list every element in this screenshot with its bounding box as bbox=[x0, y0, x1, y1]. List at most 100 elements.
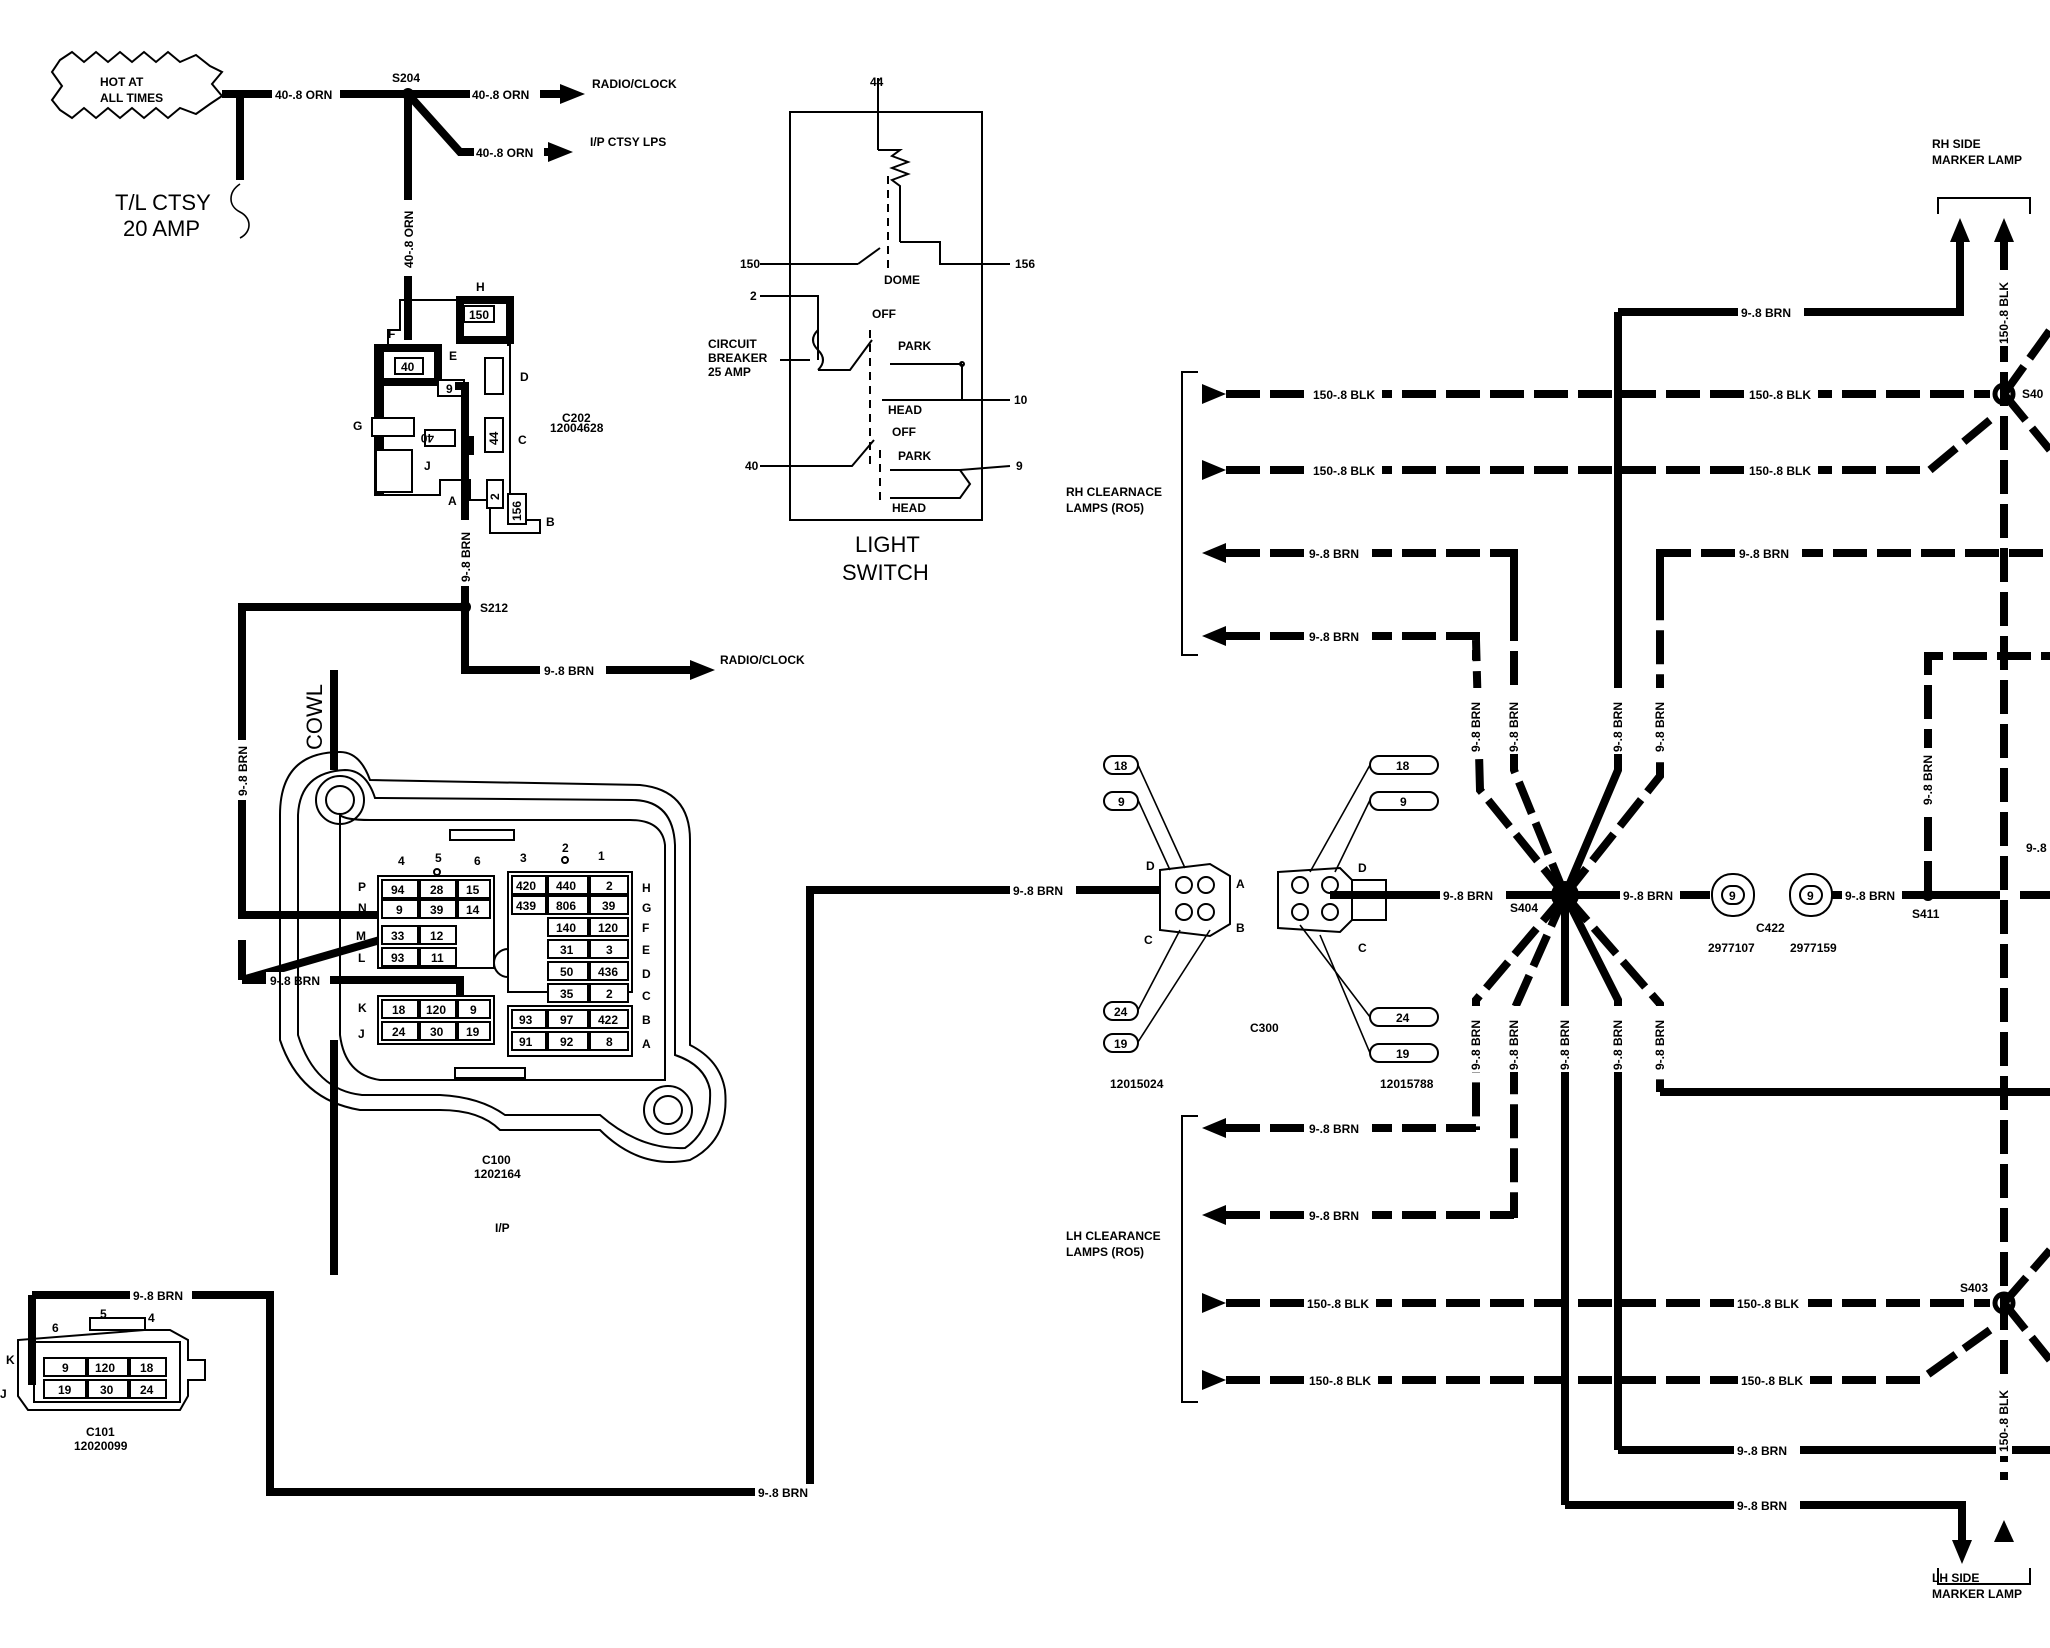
svg-text:9-.8 BRN: 9-.8 BRN bbox=[1739, 547, 1789, 561]
svg-text:PARK: PARK bbox=[898, 339, 931, 353]
splice-s40 bbox=[1992, 382, 2016, 406]
c100-right-top-block: 420 440 2 439 806 39 140 120 31 3 50 436… bbox=[507, 871, 633, 1003]
svg-text:150-.8 BLK: 150-.8 BLK bbox=[1749, 464, 1811, 478]
c100-part: 1202164 bbox=[474, 1167, 521, 1181]
splice-s403 bbox=[1992, 1291, 2016, 1315]
svg-text:C: C bbox=[1358, 941, 1367, 955]
svg-text:150: 150 bbox=[740, 257, 760, 271]
c422-part-1: 2977107 bbox=[1708, 941, 1755, 955]
svg-text:24: 24 bbox=[392, 1025, 406, 1039]
svg-text:9-.8 BRN: 9-.8 BRN bbox=[1507, 702, 1521, 752]
rh-clearance-2: LAMPS (RO5) bbox=[1066, 501, 1144, 515]
svg-text:9: 9 bbox=[1118, 795, 1125, 809]
svg-text:19: 19 bbox=[1114, 1037, 1128, 1051]
svg-text:39: 39 bbox=[602, 899, 616, 913]
svg-text:439: 439 bbox=[516, 899, 536, 913]
svg-text:9: 9 bbox=[1807, 889, 1814, 903]
svg-text:33: 33 bbox=[391, 929, 405, 943]
splice-s212-label: S212 bbox=[480, 601, 508, 615]
svg-text:H: H bbox=[642, 881, 651, 895]
svg-text:156: 156 bbox=[510, 501, 524, 521]
wire-brn-vert-c202: 9-.8 BRN bbox=[459, 532, 473, 582]
dest-ip-ctsy: I/P CTSY LPS bbox=[590, 135, 666, 149]
c202-cell-156 bbox=[507, 493, 527, 525]
svg-text:18: 18 bbox=[1114, 759, 1128, 773]
svg-text:420: 420 bbox=[516, 879, 536, 893]
svg-text:4: 4 bbox=[148, 1311, 155, 1325]
svg-text:DOME: DOME bbox=[884, 273, 920, 287]
svg-text:18: 18 bbox=[1396, 759, 1410, 773]
svg-text:30: 30 bbox=[430, 1025, 444, 1039]
lh-side-2: MARKER LAMP bbox=[1932, 1587, 2022, 1601]
svg-text:G: G bbox=[642, 901, 651, 915]
c100-name: C100 bbox=[482, 1153, 511, 1167]
hot-label-1: HOT AT bbox=[100, 75, 144, 89]
hot-starburst bbox=[50, 50, 224, 120]
svg-text:140: 140 bbox=[556, 921, 576, 935]
svg-text:P: P bbox=[358, 880, 366, 894]
svg-text:31: 31 bbox=[560, 943, 574, 957]
c202-cell-150 bbox=[463, 305, 495, 323]
svg-text:K: K bbox=[6, 1353, 15, 1367]
c202-cell-40 bbox=[394, 357, 424, 375]
svg-text:44: 44 bbox=[870, 75, 884, 89]
svg-text:97: 97 bbox=[560, 1013, 574, 1027]
svg-text:120: 120 bbox=[426, 1003, 446, 1017]
svg-text:6: 6 bbox=[474, 854, 481, 868]
svg-text:150-.8 BLK: 150-.8 BLK bbox=[1313, 464, 1375, 478]
svg-text:18: 18 bbox=[140, 1361, 154, 1375]
light-switch-title-1: LIGHT bbox=[855, 532, 920, 557]
c422-part-2: 2977159 bbox=[1790, 941, 1837, 955]
svg-text:M: M bbox=[356, 929, 366, 943]
c202-cell-40b bbox=[424, 429, 456, 447]
svg-text:150-.8 BLK: 150-.8 BLK bbox=[1749, 388, 1811, 402]
svg-text:94: 94 bbox=[391, 883, 405, 897]
svg-text:B: B bbox=[1236, 921, 1245, 935]
wire-brn-c100: 9-.8 BRN bbox=[270, 974, 320, 988]
light-switch-box bbox=[789, 111, 983, 521]
svg-text:150-.8 BLK: 150-.8 BLK bbox=[1741, 1374, 1803, 1388]
svg-text:G: G bbox=[353, 419, 362, 433]
svg-text:12: 12 bbox=[430, 929, 444, 943]
wire-orn-label-3: 40-.8 ORN bbox=[476, 146, 533, 160]
rh-clearance-bracket bbox=[1181, 371, 1198, 656]
svg-text:440: 440 bbox=[556, 879, 576, 893]
c300-left-half: 18 9 24 19 D A C B bbox=[1103, 755, 1245, 1053]
svg-text:9-.8 BRN: 9-.8 BRN bbox=[1737, 1444, 1787, 1458]
svg-text:35: 35 bbox=[560, 987, 574, 1001]
splice-s404-label: S404 bbox=[1510, 901, 1538, 915]
svg-text:C: C bbox=[1144, 933, 1153, 947]
svg-text:50: 50 bbox=[560, 965, 574, 979]
svg-text:11: 11 bbox=[431, 951, 444, 965]
svg-text:40: 40 bbox=[745, 459, 759, 473]
svg-text:C: C bbox=[642, 989, 651, 1003]
c300-right-part: 12015788 bbox=[1380, 1077, 1434, 1091]
svg-text:92: 92 bbox=[560, 1035, 574, 1049]
splice-s403-label: S403 bbox=[1960, 1281, 1988, 1295]
svg-text:L: L bbox=[358, 951, 365, 965]
svg-text:J: J bbox=[0, 1387, 7, 1401]
svg-text:9: 9 bbox=[396, 903, 403, 917]
svg-text:A: A bbox=[642, 1037, 651, 1051]
svg-text:806: 806 bbox=[556, 899, 576, 913]
c100-left-top-block: 94 28 15 9 39 14 33 12 93 11 bbox=[377, 875, 495, 969]
svg-text:44: 44 bbox=[487, 431, 501, 445]
svg-text:2: 2 bbox=[562, 841, 569, 855]
wire-orn-vert-1: 40-.8 ORN bbox=[402, 211, 416, 268]
svg-text:25 AMP: 25 AMP bbox=[708, 365, 751, 379]
rh-marker-bracket bbox=[1937, 197, 2031, 214]
fuse-label-1: T/L CTSY bbox=[115, 190, 211, 215]
c300-name: C300 bbox=[1250, 1021, 1279, 1035]
svg-text:9: 9 bbox=[62, 1361, 69, 1375]
svg-text:9-.8 BRN: 9-.8 BRN bbox=[1921, 755, 1935, 805]
wire-orn-label-1: 40-.8 ORN bbox=[275, 88, 332, 102]
svg-text:9: 9 bbox=[470, 1003, 477, 1017]
svg-text:OFF: OFF bbox=[892, 425, 916, 439]
svg-text:156: 156 bbox=[1015, 257, 1035, 271]
c422-name: C422 bbox=[1756, 921, 1785, 935]
svg-text:93: 93 bbox=[519, 1013, 533, 1027]
dest-radio-clock-1: RADIO/CLOCK bbox=[592, 77, 677, 91]
svg-text:9: 9 bbox=[446, 382, 453, 396]
lh-side-1: LH SIDE bbox=[1932, 1571, 1979, 1585]
svg-text:B: B bbox=[642, 1013, 651, 1027]
